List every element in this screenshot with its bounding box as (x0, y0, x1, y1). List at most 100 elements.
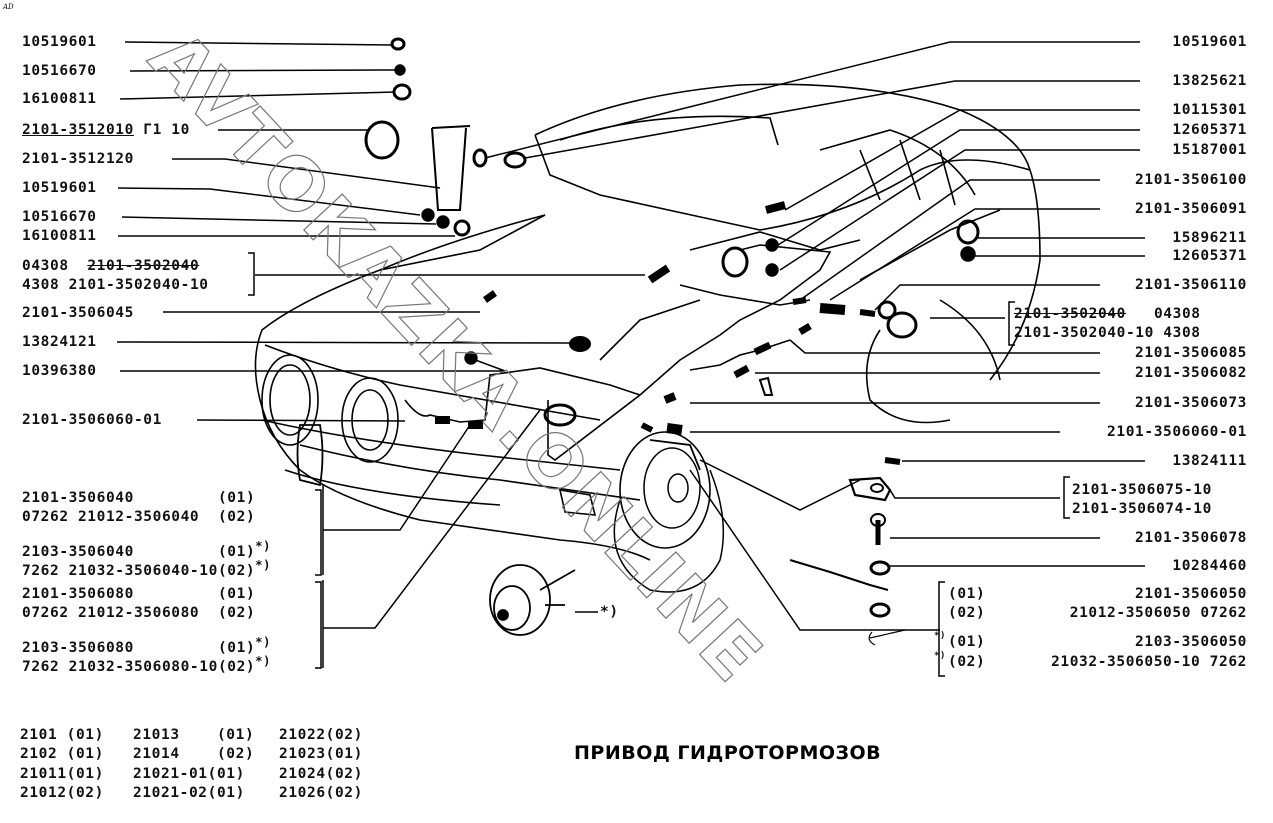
variant-code: (02) (217, 658, 256, 675)
footnote-mark: *) (255, 635, 272, 649)
part-code[interactable]: 21012-3506050 07262 (1069, 605, 1247, 621)
part-label[interactable]: 2101-3506073 (1135, 395, 1247, 411)
bracket-group-line[interactable]: 2101-3502040-10 4308 (1014, 325, 1201, 341)
part-code: 2101-3502040-10 (68, 277, 209, 293)
part-code: 2101-3506040 (22, 490, 209, 506)
part-suffix: Г1 10 (133, 122, 190, 138)
part-label[interactable]: 2101-3506110 (1135, 277, 1247, 293)
part-code: 2103-3506040 (22, 543, 209, 560)
part-label[interactable]: 16100811 (22, 228, 97, 244)
footnote-mark: *) (255, 539, 272, 553)
model-cell: 21011(01) (20, 766, 104, 782)
part-code-struck: 2101-3502040 (1014, 306, 1126, 322)
part-code: 7262 21032-3506080-10 (22, 658, 218, 675)
model-cell: 21014 (02) (133, 746, 255, 762)
variant-line[interactable]: 2101-3506040 (01) (22, 490, 255, 506)
part-label-master-cylinder[interactable]: 2101-3512010 Г1 10 (22, 122, 190, 138)
part-label[interactable]: 10519601 (22, 180, 97, 196)
diagram-title: ПРИВОД ГИДРОТОРМОЗОВ (574, 742, 882, 764)
part-code-struck: 2101-3502040 (87, 258, 200, 274)
part-code: 2101-3512010 (22, 122, 134, 138)
part-label[interactable]: 15896211 (1172, 230, 1247, 246)
model-cell: 21022(02) (279, 727, 363, 743)
part-label[interactable]: 13824121 (22, 334, 97, 350)
part-code: 07262 21012-3506080 (22, 605, 209, 621)
variant-code: (01) (217, 639, 256, 656)
variant-code: (02) (217, 509, 256, 525)
part-label[interactable]: 2101-3506060-01 (22, 412, 162, 428)
variant-code: (01) (217, 586, 256, 602)
variant-line[interactable]: 07262 21012-3506040 (02) (22, 509, 255, 525)
part-label[interactable]: 13824111 (1172, 453, 1247, 469)
model-cell: 2101 (01) (20, 727, 104, 743)
variant-code: (02) (948, 605, 986, 621)
footnote-mark: *) (934, 651, 947, 661)
part-label[interactable]: 10516670 (22, 209, 97, 225)
fittings (364, 37, 980, 646)
model-cell: 21021-01(01) (133, 766, 245, 782)
part-code[interactable]: 2103-3506050 (1135, 634, 1247, 650)
part-label[interactable]: 2101-3506085 (1135, 345, 1247, 361)
brackets (248, 252, 1070, 677)
part-code: 2101-3502040-10 (1014, 325, 1154, 341)
part-label[interactable]: 2101-3512120 (22, 151, 134, 167)
part-label[interactable]: 13825621 (1172, 73, 1247, 89)
bracket-group-line[interactable]: 4308 2101-3502040-10 (22, 277, 209, 293)
part-label[interactable]: 12605371 (1172, 122, 1247, 138)
variant-code: (01) (948, 634, 986, 650)
variant-code: (02) (217, 605, 256, 621)
part-label[interactable]: 10396380 (22, 363, 97, 379)
variant-line[interactable]: 2103-3506080 (01)*) (22, 634, 271, 656)
part-label[interactable]: 2101-3506091 (1135, 201, 1247, 217)
booster-footnote-mark: *) (600, 604, 619, 620)
part-code: 2101-3506080 (22, 586, 209, 602)
variant-line[interactable]: 7262 21032-3506040-10(02)*) (22, 557, 271, 579)
part-label[interactable]: 2101-3506078 (1135, 530, 1247, 546)
part-label[interactable]: 10115301 (1172, 102, 1247, 118)
part-label[interactable]: 12605371 (1172, 248, 1247, 264)
bracket-group-line[interactable]: 04308 2101-3502040 (22, 258, 199, 274)
brake-booster (489, 564, 576, 636)
part-label[interactable]: 2101-3506100 (1135, 172, 1247, 188)
variant-code: (02) (948, 654, 986, 670)
bracket-group-line[interactable]: 2101-3506075-10 (1072, 482, 1212, 498)
model-cell: 21026(02) (279, 785, 363, 801)
brake-disc (613, 431, 725, 593)
model-cell: 21021-02(01) (133, 785, 245, 801)
part-label[interactable]: 10519601 (22, 34, 97, 50)
part-label[interactable]: 16100811 (22, 91, 97, 107)
part-code: 2103-3506080 (22, 639, 209, 656)
part-label[interactable]: 2101-3506045 (22, 305, 134, 321)
footnote-mark: *) (255, 654, 272, 668)
variant-code: (01) (217, 490, 256, 506)
leader-lines (116, 41, 1145, 668)
part-label[interactable]: 2101-3506082 (1135, 365, 1247, 381)
variant-line[interactable]: 2103-3506040 (01)*) (22, 538, 271, 560)
model-cell: 2102 (01) (20, 746, 104, 762)
variant-line[interactable]: 2101-3506080 (01) (22, 586, 255, 602)
variant-line[interactable]: 07262 21012-3506080 (02) (22, 605, 255, 621)
part-suffix: 4308 (1153, 325, 1201, 341)
part-code[interactable]: 21032-3506050-10 7262 (1051, 654, 1247, 670)
part-suffix: 04308 (1125, 306, 1201, 322)
model-cell: 21024(02) (279, 766, 363, 782)
model-cell: 21012(02) (20, 785, 104, 801)
bracket-group-line[interactable]: 2101-3502040 04308 (1014, 306, 1201, 322)
part-label[interactable]: 10519601 (1172, 34, 1247, 50)
variant-line[interactable]: 7262 21032-3506080-10(02)*) (22, 653, 271, 675)
part-code: 7262 21032-3506040-10 (22, 562, 218, 579)
car-body-outline (254, 83, 1041, 561)
part-code[interactable]: 2101-3506050 (1135, 586, 1247, 602)
footnote-mark: *) (255, 558, 272, 572)
variant-code: (01) (217, 543, 256, 560)
part-prefix: 4308 (22, 277, 69, 293)
part-label[interactable]: 10284460 (1172, 558, 1247, 574)
part-label[interactable]: 15187001 (1172, 142, 1247, 158)
variant-code: (01) (948, 586, 986, 602)
model-cell: 21023(01) (279, 746, 363, 762)
part-label[interactable]: 2101-3506060-01 (1107, 424, 1247, 440)
part-label[interactable]: 10516670 (22, 63, 97, 79)
bracket-group-line[interactable]: 2101-3506074-10 (1072, 501, 1212, 517)
model-cell: 21013 (01) (133, 727, 255, 743)
corner-mark: AD (3, 3, 14, 11)
